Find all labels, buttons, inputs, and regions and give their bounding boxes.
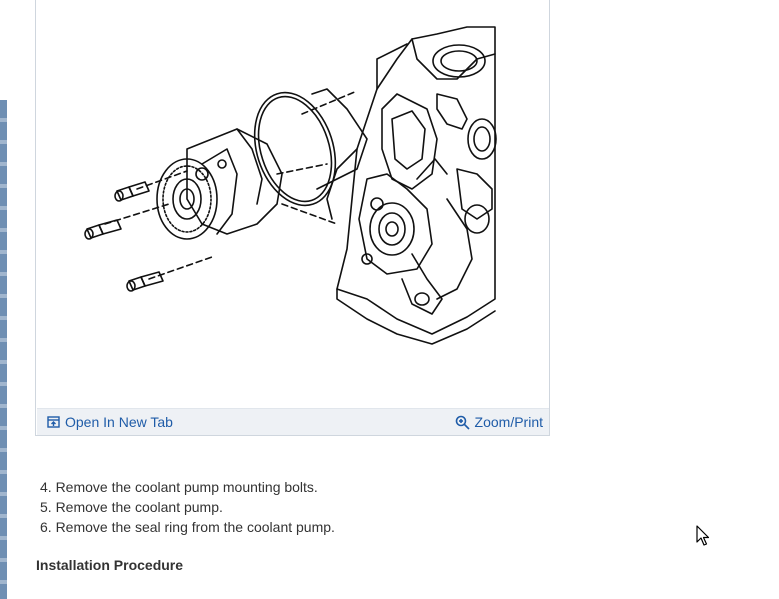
window-left-edge — [0, 0, 7, 599]
mouse-cursor-icon — [696, 525, 710, 552]
list-item: 6. Remove the seal ring from the coolant… — [40, 519, 335, 535]
installation-procedure-heading: Installation Procedure — [36, 557, 184, 573]
open-new-tab-button[interactable]: Open In New Tab — [47, 414, 173, 430]
procedure-steps: 4. Remove the coolant pump mounting bolt… — [40, 477, 335, 537]
zoom-print-label: Zoom/Print — [474, 414, 543, 430]
coolant-pump-diagram — [37, 0, 549, 408]
zoom-icon — [455, 415, 470, 430]
figure-toolbar: Open In New Tab Zoom/Print — [37, 408, 549, 435]
zoom-print-button[interactable]: Zoom/Print — [455, 414, 543, 430]
figure-card: Open In New Tab Zoom/Print — [35, 0, 550, 436]
list-item: 4. Remove the coolant pump mounting bolt… — [40, 479, 318, 495]
open-new-tab-icon — [47, 415, 60, 429]
open-new-tab-label: Open In New Tab — [65, 414, 173, 430]
list-item: 5. Remove the coolant pump. — [40, 499, 223, 515]
